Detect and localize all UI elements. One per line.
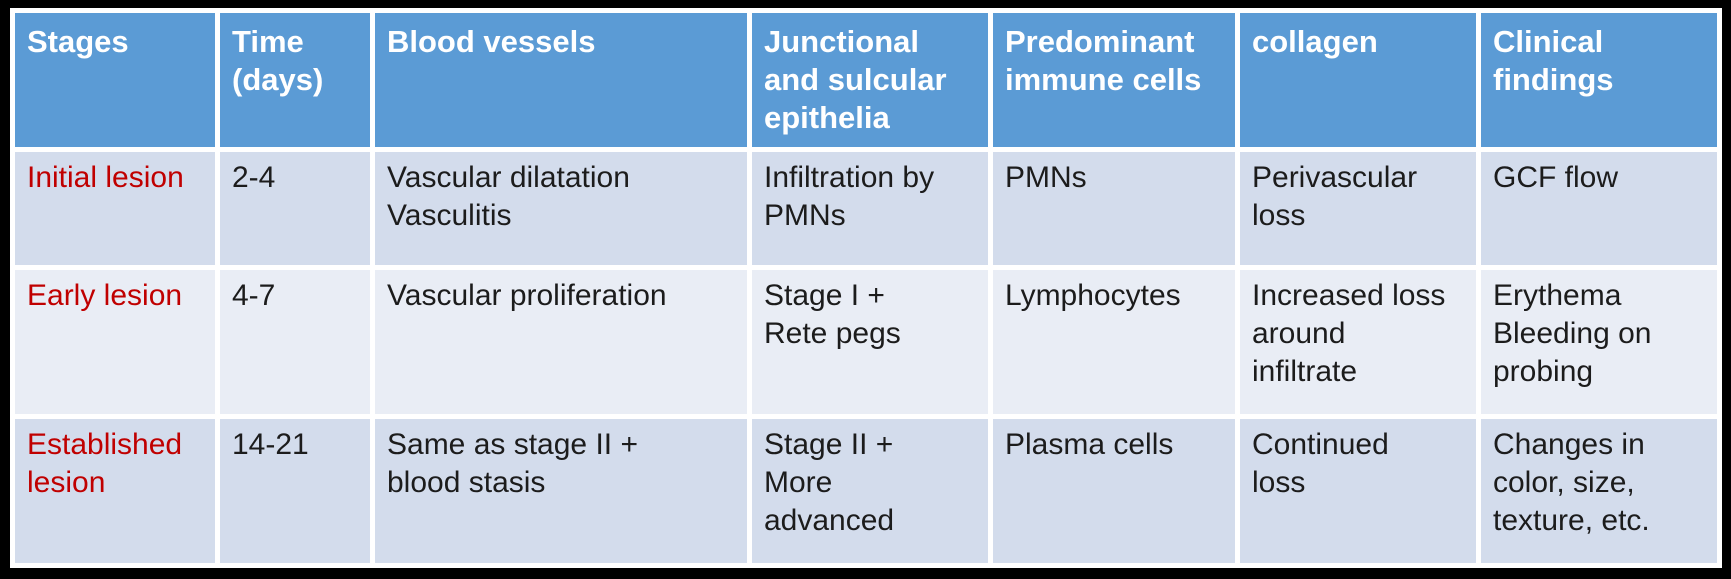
table-cell-collagen: Increased loss around infiltrate: [1240, 270, 1476, 414]
table-cell-time: 4-7: [220, 270, 370, 414]
table-cell-immune-cells: PMNs: [993, 152, 1235, 265]
table-cell-clinical-findings: Changes in color, size, texture, etc.: [1481, 419, 1717, 563]
column-header-predominant-immune-cells: Predominant immune cells: [993, 13, 1235, 147]
row-established-lesion: Established lesion 14-21 Same as stage I…: [15, 419, 1717, 563]
table-cell-epithelia: Stage II + More advanced: [752, 419, 988, 563]
column-header-collagen: collagen: [1240, 13, 1476, 147]
table-cell-collagen: Perivascular loss: [1240, 152, 1476, 265]
stage-cell: Established lesion: [15, 419, 215, 563]
table-cell-collagen: Continued loss: [1240, 419, 1476, 563]
column-header-clinical-findings: Clinical findings: [1481, 13, 1717, 147]
header-row: Stages Time (days) Blood vessels Junctio…: [15, 13, 1717, 147]
column-header-junctional-sulcular-epithelia: Junctional and sulcular epithelia: [752, 13, 988, 147]
table-cell-time: 2-4: [220, 152, 370, 265]
row-initial-lesion: Initial lesion 2-4 Vascular dilatation V…: [15, 152, 1717, 265]
stage-cell: Initial lesion: [15, 152, 215, 265]
table-cell-immune-cells: Plasma cells: [993, 419, 1235, 563]
table-cell-blood-vessels: Vascular proliferation: [375, 270, 747, 414]
table-cell-time: 14-21: [220, 419, 370, 563]
stage-cell: Early lesion: [15, 270, 215, 414]
table-cell-immune-cells: Lymphocytes: [993, 270, 1235, 414]
table-cell-blood-vessels: Same as stage II + blood stasis: [375, 419, 747, 563]
column-header-blood-vessels: Blood vessels: [375, 13, 747, 147]
table-cell-blood-vessels: Vascular dilatation Vasculitis: [375, 152, 747, 265]
column-header-stages: Stages: [15, 13, 215, 147]
gingival-lesion-stages-table: Stages Time (days) Blood vessels Junctio…: [10, 8, 1722, 568]
column-header-time-days: Time (days): [220, 13, 370, 147]
table-cell-epithelia: Stage I + Rete pegs: [752, 270, 988, 414]
table-cell-clinical-findings: Erythema Bleeding on probing: [1481, 270, 1717, 414]
table-cell-epithelia: Infiltration by PMNs: [752, 152, 988, 265]
row-early-lesion: Early lesion 4-7 Vascular proliferation …: [15, 270, 1717, 414]
table-cell-clinical-findings: GCF flow: [1481, 152, 1717, 265]
